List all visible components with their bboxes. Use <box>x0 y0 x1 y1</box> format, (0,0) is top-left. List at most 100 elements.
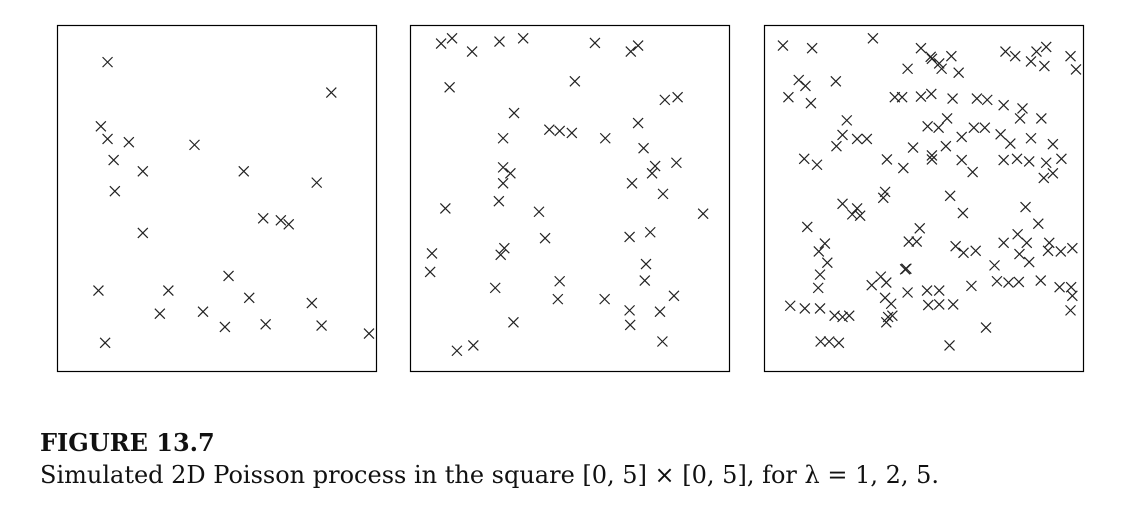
point-marker <box>933 285 945 296</box>
point-marker <box>102 133 113 145</box>
scatter-panel-lambda-2 <box>409 24 731 373</box>
point-marker <box>903 236 915 247</box>
point-marker <box>95 120 107 132</box>
point-marker <box>283 218 295 230</box>
point-marker <box>632 40 644 52</box>
point-marker <box>837 198 848 210</box>
point-marker <box>1038 60 1050 72</box>
point-marker <box>879 186 891 198</box>
point-marker <box>668 290 680 302</box>
point-marker <box>451 345 463 357</box>
point-marker <box>639 275 651 287</box>
point-marker <box>947 93 959 104</box>
point-marker <box>624 304 636 316</box>
point-marker <box>543 124 555 136</box>
point-marker <box>843 310 855 322</box>
point-marker <box>896 91 908 103</box>
point-marker <box>1011 153 1023 165</box>
point-marker <box>599 132 611 144</box>
figure-label: FIGURE 13.7 <box>40 428 215 457</box>
point-marker <box>599 293 611 305</box>
point-marker <box>813 246 825 257</box>
point-marker <box>981 94 993 106</box>
point-marker <box>821 257 833 269</box>
point-marker <box>1023 256 1035 268</box>
point-marker <box>446 32 458 44</box>
point-marker <box>1014 112 1026 124</box>
point-marker <box>444 81 456 93</box>
point-marker <box>922 299 934 311</box>
point-marker <box>800 80 811 92</box>
figure-caption: Simulated 2D Poisson process in the squa… <box>40 461 940 489</box>
point-marker <box>933 122 945 134</box>
point-marker <box>866 279 878 291</box>
point-marker <box>626 177 638 189</box>
point-marker <box>1047 138 1059 150</box>
point-marker <box>915 91 927 102</box>
point-marker <box>649 160 661 172</box>
point-marker <box>851 133 863 145</box>
point-marker <box>467 340 479 351</box>
point-marker <box>123 136 135 148</box>
point-marker <box>1004 138 1016 149</box>
point-marker <box>880 316 892 328</box>
figure-caption-block: FIGURE 13.7 Simulated 2D Poisson process… <box>40 428 1100 492</box>
point-marker <box>1009 50 1021 62</box>
point-marker <box>154 308 166 320</box>
point-marker <box>243 292 255 304</box>
figure-panels <box>56 24 1085 373</box>
point-marker <box>805 97 817 109</box>
point-marker <box>508 316 519 328</box>
point-marker <box>654 306 666 318</box>
point-marker <box>189 139 200 151</box>
point-marker <box>517 32 529 44</box>
point-marker <box>851 203 863 214</box>
point-marker <box>947 298 959 310</box>
point-marker <box>926 53 938 65</box>
point-marker <box>257 212 269 224</box>
point-marker <box>970 245 982 257</box>
point-marker <box>1047 167 1059 179</box>
point-marker <box>1013 276 1025 288</box>
point-marker <box>958 247 969 259</box>
point-marker <box>925 88 937 100</box>
point-marker <box>921 285 933 296</box>
scatter-panel-lambda-5 <box>763 24 1085 373</box>
point-marker <box>162 285 174 296</box>
point-marker <box>197 306 209 318</box>
point-marker <box>624 231 636 243</box>
point-marker <box>998 154 1010 166</box>
point-marker <box>867 32 879 44</box>
point-marker <box>495 249 507 261</box>
point-marker <box>902 287 914 298</box>
point-marker <box>504 167 516 179</box>
point-marker <box>837 129 848 141</box>
point-marker <box>93 285 104 296</box>
point-marker <box>1066 242 1078 254</box>
point-marker <box>814 302 826 314</box>
point-marker <box>1023 156 1035 167</box>
point-marker <box>861 133 873 145</box>
point-marker <box>108 154 120 166</box>
point-marker <box>508 107 520 119</box>
point-marker <box>933 58 945 69</box>
point-marker <box>944 190 956 202</box>
point-marker <box>672 91 684 103</box>
point-marker <box>497 161 509 173</box>
point-marker <box>554 275 566 287</box>
point-marker <box>1012 228 1024 240</box>
point-marker <box>439 203 451 214</box>
point-marker <box>497 132 509 144</box>
point-marker <box>941 112 953 124</box>
point-marker <box>632 117 644 129</box>
point-marker <box>798 153 810 165</box>
point-marker <box>968 122 980 134</box>
point-marker <box>275 214 287 226</box>
point-marker <box>109 185 121 197</box>
point-marker <box>569 75 581 87</box>
point-marker <box>1032 218 1044 230</box>
point-marker <box>1070 63 1082 75</box>
point-marker <box>659 94 671 106</box>
point-marker <box>979 122 991 134</box>
point-marker <box>1000 46 1011 57</box>
